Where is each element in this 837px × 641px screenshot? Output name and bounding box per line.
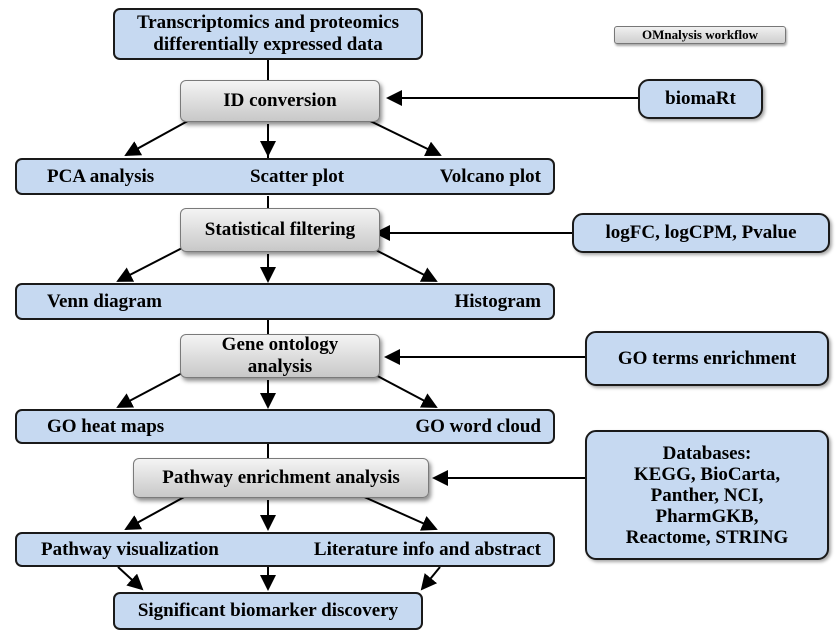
literature-info-label: Literature info and abstract bbox=[313, 538, 541, 560]
workflow-label: OMnalysis workflow bbox=[614, 26, 786, 44]
pca-analysis-label: PCA analysis bbox=[47, 165, 155, 187]
gene-ontology-step: Gene ontology analysis bbox=[180, 334, 380, 378]
output-row-1: PCA analysis Scatter plot Volcano plot bbox=[15, 158, 555, 195]
input-line-1: Transcriptomics and proteomics bbox=[136, 12, 400, 33]
output-row-4: Pathway visualization Literature info an… bbox=[15, 532, 555, 567]
go-heat-maps-label: GO heat maps bbox=[47, 415, 165, 437]
id-conversion-step: ID conversion bbox=[180, 80, 380, 122]
databases-line-4: PharmGKB, bbox=[655, 505, 759, 527]
databases-line-5: Reactome, STRING bbox=[625, 526, 789, 548]
scatter-plot-label: Scatter plot bbox=[249, 165, 345, 187]
gene-ontology-line-1: Gene ontology bbox=[221, 334, 339, 355]
pathway-visualization-label: Pathway visualization bbox=[41, 538, 219, 560]
input-data-box: Transcriptomics and proteomics different… bbox=[113, 8, 423, 60]
go-word-cloud-label: GO word cloud bbox=[415, 415, 541, 437]
venn-diagram-label: Venn diagram bbox=[47, 290, 162, 312]
histogram-label: Histogram bbox=[454, 290, 541, 312]
arrow-to-final-left bbox=[117, 566, 144, 591]
pathway-enrichment-step: Pathway enrichment analysis bbox=[133, 458, 429, 498]
arrow-filter-to-histogram bbox=[367, 245, 438, 282]
arrow-id-to-volcano bbox=[361, 116, 442, 157]
arrow-filter-to-venn bbox=[116, 245, 187, 282]
statistical-filtering-step: Statistical filtering bbox=[180, 208, 380, 252]
final-output-box: Significant biomarker discovery bbox=[113, 592, 423, 630]
go-terms-enrichment-box: GO terms enrichment bbox=[585, 331, 829, 386]
filter-criteria-box: logFC, logCPM, Pvalue bbox=[572, 213, 830, 253]
arrow-to-final-right bbox=[420, 566, 441, 591]
databases-line-2: KEGG, BioCarta, bbox=[633, 463, 781, 485]
volcano-plot-label: Volcano plot bbox=[439, 165, 541, 187]
arrow-go-to-heatmaps bbox=[116, 370, 187, 408]
databases-line-1: Databases: bbox=[662, 442, 752, 464]
output-row-3: GO heat maps GO word cloud bbox=[15, 409, 555, 444]
arrow-pathway-to-visualization bbox=[124, 495, 187, 530]
databases-box: Databases: KEGG, BioCarta, Panther, NCI,… bbox=[585, 430, 829, 560]
biomart-source-box: biomaRt bbox=[638, 79, 763, 119]
output-row-2: Venn diagram Histogram bbox=[15, 283, 555, 320]
gene-ontology-line-2: analysis bbox=[247, 356, 313, 377]
input-line-2: differentially expressed data bbox=[153, 34, 383, 55]
databases-line-3: Panther, NCI, bbox=[650, 484, 764, 506]
arrow-id-to-pca bbox=[124, 116, 196, 156]
arrow-pathway-to-literature bbox=[361, 495, 438, 531]
arrow-go-to-wordcloud bbox=[367, 370, 438, 408]
